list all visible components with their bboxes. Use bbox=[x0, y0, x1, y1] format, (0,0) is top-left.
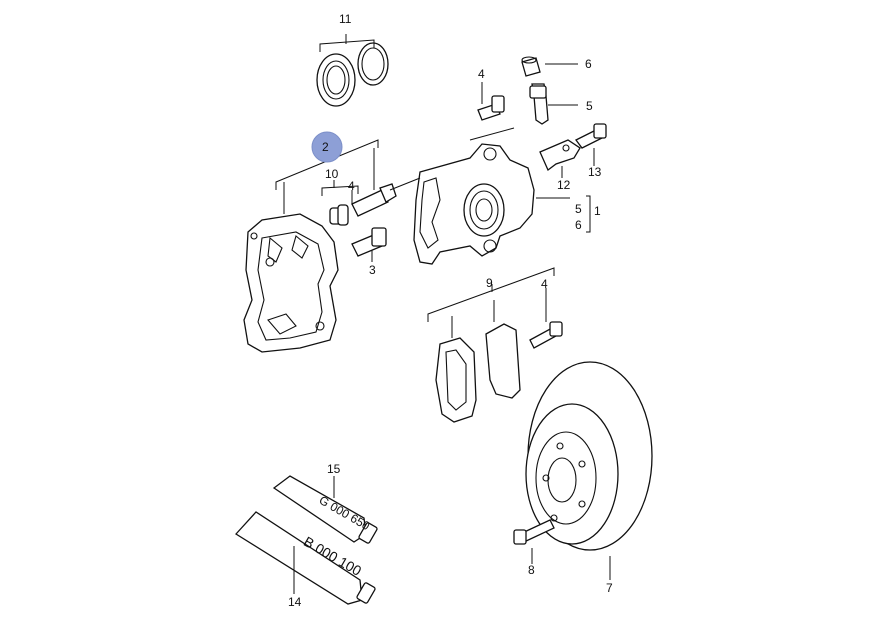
seal-kit[interactable] bbox=[316, 34, 389, 107]
callout-5a: 5 bbox=[586, 99, 593, 113]
callout-6a: 6 bbox=[585, 57, 592, 71]
caliper-housing[interactable] bbox=[413, 143, 535, 265]
pad-bolt[interactable] bbox=[529, 321, 563, 349]
callout-6b: 6 bbox=[575, 218, 582, 232]
highlight-marker bbox=[311, 131, 343, 163]
callout-14: 14 bbox=[288, 595, 302, 609]
brake-pad-outer[interactable] bbox=[435, 337, 477, 423]
callout-13: 13 bbox=[588, 165, 602, 179]
disc-screw[interactable] bbox=[513, 519, 555, 545]
callout-4-pad: 4 bbox=[541, 277, 548, 291]
callout-1: 1 bbox=[594, 204, 601, 218]
caliper-carrier[interactable] bbox=[243, 213, 339, 353]
bleed-screw[interactable] bbox=[529, 83, 549, 125]
callout-2: 2 bbox=[322, 140, 329, 154]
callout-5b: 5 bbox=[575, 202, 582, 216]
callout-10: 10 bbox=[325, 167, 339, 181]
callout-11: 11 bbox=[339, 12, 352, 26]
bracket-bolt[interactable] bbox=[575, 123, 607, 149]
callout-7: 7 bbox=[606, 581, 613, 595]
callout-9: 9 bbox=[486, 276, 493, 290]
mounting-bolt[interactable] bbox=[351, 227, 387, 257]
caliper-top-bolt[interactable] bbox=[477, 95, 505, 121]
guide-sleeve[interactable] bbox=[329, 204, 349, 226]
callout-3: 3 bbox=[369, 263, 376, 277]
callout-4-top: 4 bbox=[478, 67, 485, 81]
brake-disc[interactable] bbox=[525, 361, 653, 551]
callout-8: 8 bbox=[528, 563, 535, 577]
brake-pad-inner[interactable] bbox=[485, 323, 521, 399]
hose-bracket[interactable] bbox=[539, 139, 581, 172]
dust-cap[interactable] bbox=[521, 56, 541, 77]
callout-12: 12 bbox=[557, 178, 571, 192]
callout-15: 15 bbox=[327, 462, 341, 476]
callout-4-mid: 4 bbox=[348, 179, 355, 193]
guide-bolt[interactable] bbox=[351, 183, 397, 217]
